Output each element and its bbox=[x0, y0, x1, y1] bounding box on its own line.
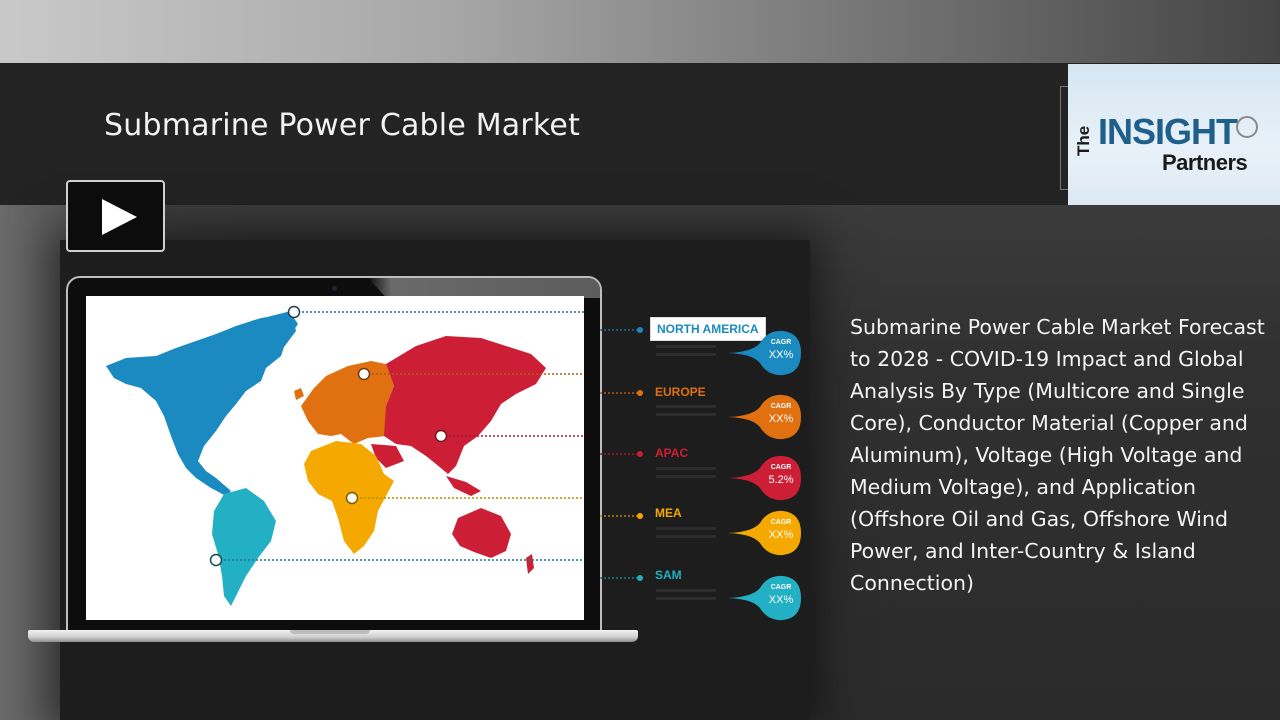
australia-shape bbox=[452, 508, 511, 558]
region-label-europe: EUROPE bbox=[655, 385, 706, 399]
region-label-north-america: NORTH AMERICA bbox=[650, 317, 766, 341]
pin-mea bbox=[345, 491, 359, 505]
region-sub-text-sam bbox=[656, 584, 726, 605]
pin-north-america bbox=[287, 305, 301, 319]
cagr-badge-apac: CAGR 5.2% bbox=[728, 455, 802, 501]
connector-extensions bbox=[600, 327, 643, 581]
world-map-screen bbox=[86, 296, 584, 620]
pin-europe bbox=[357, 367, 371, 381]
north-america-shape bbox=[106, 314, 298, 496]
slide-description: Submarine Power Cable Market Forecast to… bbox=[850, 315, 1265, 595]
play-icon bbox=[102, 199, 137, 235]
logo-partners-text: Partners bbox=[1162, 150, 1248, 175]
region-label-sam: SAM bbox=[655, 568, 682, 582]
region-label-mea: MEA bbox=[655, 506, 682, 520]
asia-shape bbox=[384, 336, 546, 474]
logo-the-text: The bbox=[1074, 125, 1093, 156]
pin-apac bbox=[434, 429, 448, 443]
region-sub-text-europe bbox=[656, 400, 726, 421]
world-map bbox=[106, 305, 584, 606]
south-america-shape bbox=[212, 488, 276, 606]
logo-insight-text: INSIGHT bbox=[1098, 111, 1238, 152]
laptop-mockup bbox=[66, 276, 602, 634]
logo-frame bbox=[1060, 86, 1072, 190]
region-sub-text-north-america bbox=[656, 340, 726, 361]
cagr-badge-north-america: CAGR XX% bbox=[728, 330, 802, 376]
pin-sam bbox=[209, 553, 223, 567]
laptop-base bbox=[28, 630, 638, 642]
slide-title: Submarine Power Cable Market bbox=[104, 108, 581, 143]
top-gradient-strip bbox=[0, 0, 1280, 63]
cagr-badge-europe: CAGR XX% bbox=[728, 394, 802, 440]
europe-shape bbox=[301, 361, 394, 444]
insight-partners-logo: The INSIGHT Partners bbox=[1068, 64, 1280, 206]
region-label-apac: APAC bbox=[655, 446, 689, 460]
laptop-base-notch bbox=[290, 630, 370, 634]
region-sub-text-apac bbox=[656, 462, 726, 483]
play-button[interactable] bbox=[66, 180, 165, 252]
laptop-camera bbox=[332, 286, 337, 291]
region-sub-text-mea bbox=[656, 522, 726, 543]
laptop-glare bbox=[368, 278, 600, 298]
cagr-badge-sam: CAGR XX% bbox=[728, 575, 802, 621]
cagr-badge-mea: CAGR XX% bbox=[728, 510, 802, 556]
magnifier-icon bbox=[1236, 116, 1258, 138]
